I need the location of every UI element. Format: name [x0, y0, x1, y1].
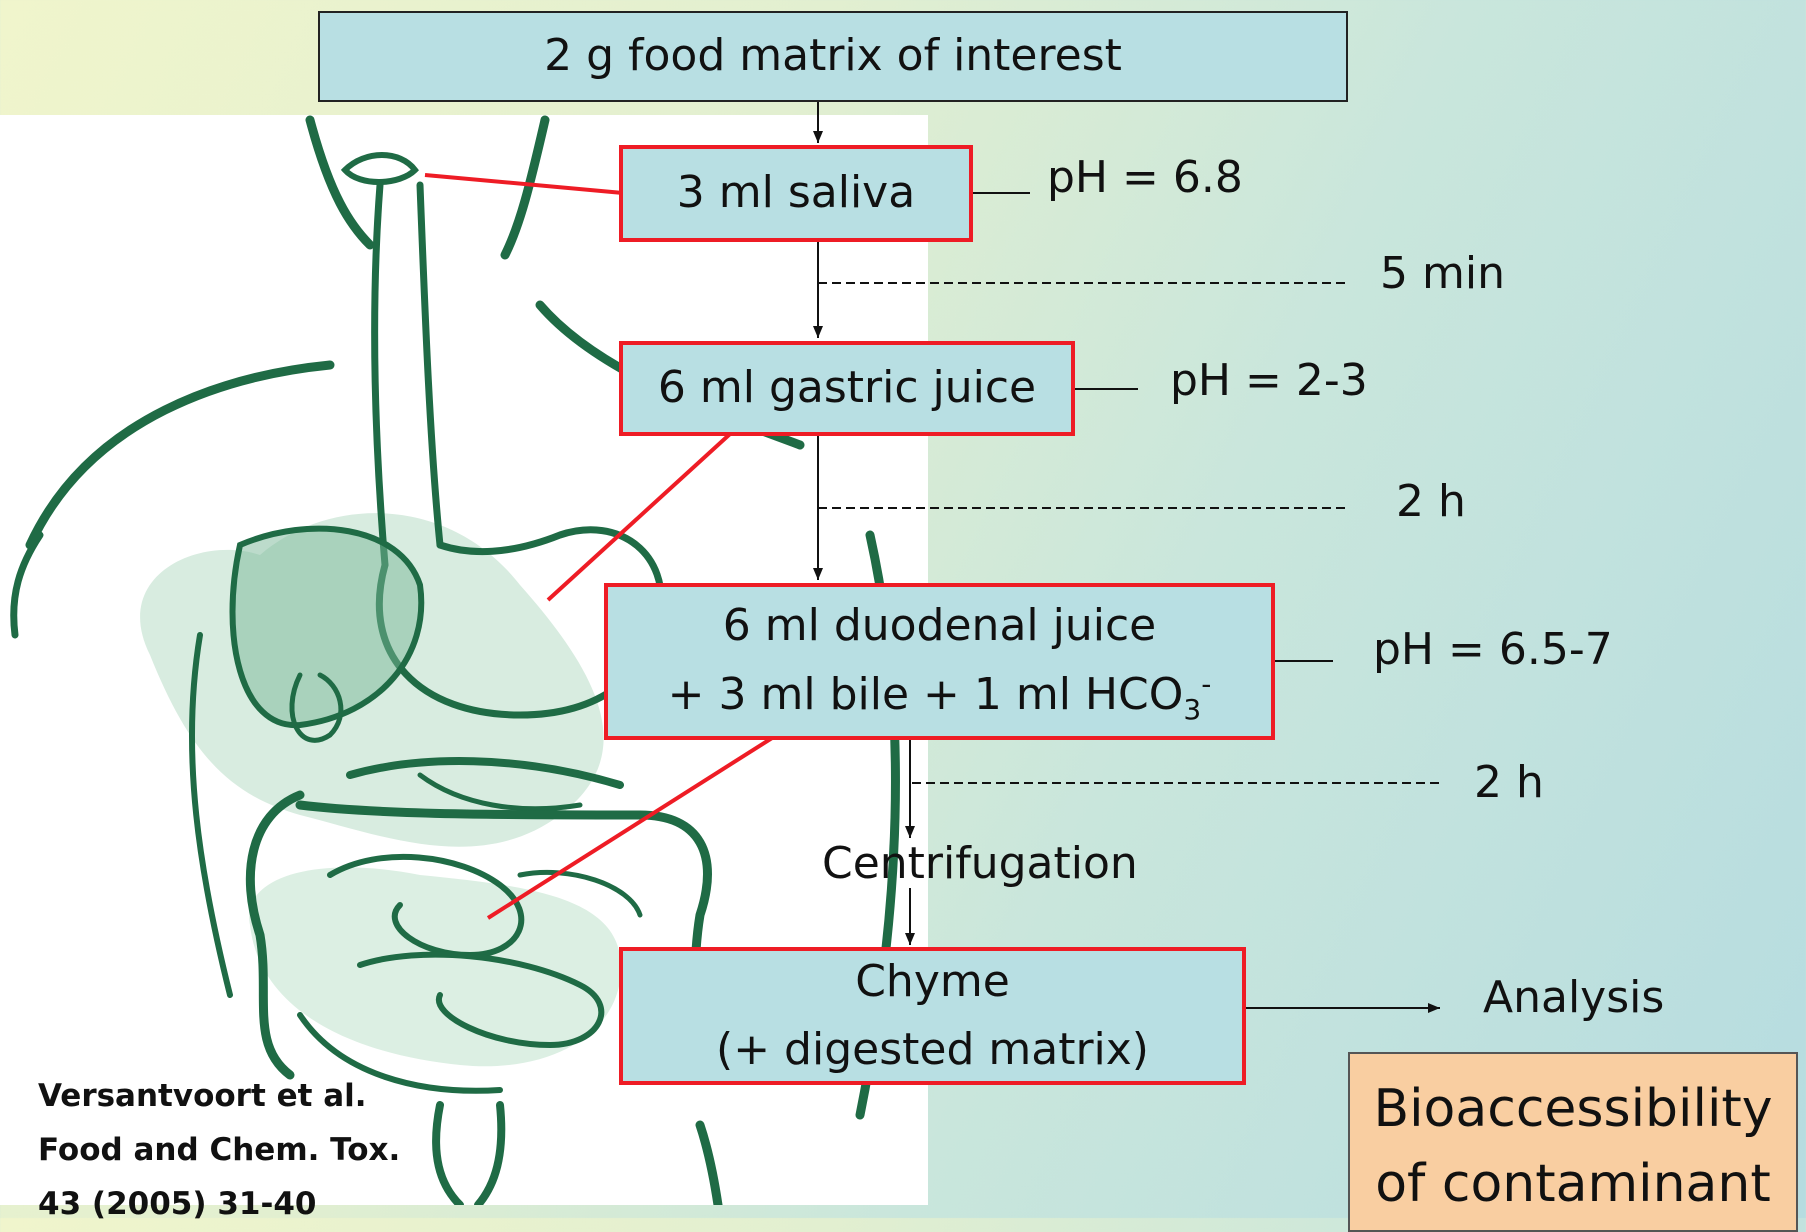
bicarbonate-subscript: 3 [1183, 692, 1201, 725]
chyme-label: Chyme [855, 948, 1010, 1016]
time-label-5min: 5 min [1380, 248, 1505, 299]
gastric-juice-box: 6 ml gastric juice [619, 341, 1075, 436]
bile-bicarbonate-text: + 3 ml bile + 1 ml HCO [668, 669, 1184, 720]
food-matrix-box: 2 g food matrix of interest [318, 11, 1348, 102]
gastric-juice-label: 6 ml gastric juice [658, 354, 1036, 422]
saliva-box: 3 ml saliva [619, 145, 973, 242]
pointer-stomach [548, 434, 730, 600]
bioaccessibility-box: Bioaccessibility of contaminant [1348, 1052, 1798, 1232]
analysis-label: Analysis [1483, 972, 1664, 1023]
citation-line-2: Food and Chem. Tox. [38, 1132, 400, 1168]
bioaccessibility-line2: of contaminant [1375, 1147, 1771, 1222]
digested-matrix-label: (+ digested matrix) [716, 1016, 1149, 1084]
pointer-mouth [425, 175, 623, 193]
pointer-intestine [488, 738, 772, 918]
citation-line-1: Versantvoort et al. [38, 1078, 367, 1114]
bioaccessibility-line1: Bioaccessibility [1373, 1072, 1772, 1147]
time-label-2h-first: 2 h [1396, 476, 1466, 527]
citation-line-3: 43 (2005) 31-40 [38, 1186, 317, 1222]
ph-saliva: pH = 6.8 [1047, 152, 1243, 203]
duodenal-juice-box: 6 ml duodenal juice + 3 ml bile + 1 ml H… [604, 583, 1275, 740]
ph-gastric: pH = 2-3 [1170, 355, 1368, 406]
duodenal-juice-label: 6 ml duodenal juice [723, 592, 1156, 660]
food-matrix-label: 2 g food matrix of interest [544, 22, 1122, 90]
chyme-box: Chyme (+ digested matrix) [619, 947, 1246, 1085]
saliva-label: 3 ml saliva [677, 159, 915, 227]
time-label-2h-second: 2 h [1474, 757, 1544, 808]
ph-duodenal: pH = 6.5-7 [1373, 624, 1613, 675]
bicarbonate-superscript: - [1201, 667, 1211, 700]
centrifugation-label: Centrifugation [822, 838, 1138, 889]
bile-bicarbonate-label: + 3 ml bile + 1 ml HCO3- [668, 661, 1212, 731]
